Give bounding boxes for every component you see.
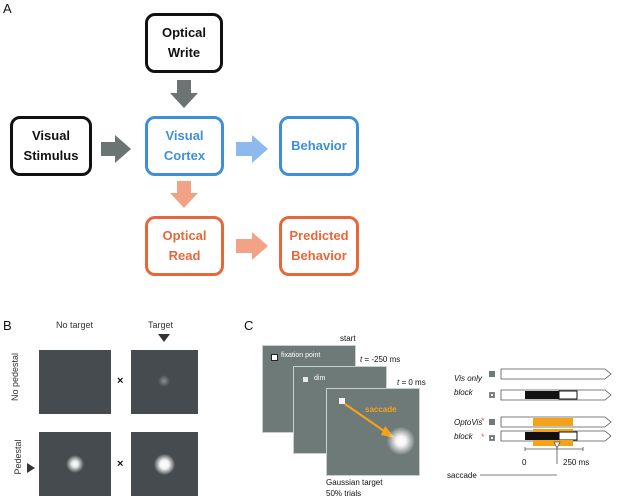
optical-write-line2: Write xyxy=(167,45,201,60)
row4-orange-bottom xyxy=(533,440,573,446)
optovis-row1-square-icon xyxy=(489,419,495,425)
fixation-square-icon xyxy=(339,398,345,404)
row-label-pedestal: Pedestal xyxy=(13,437,23,477)
behavior-label: Behavior xyxy=(291,137,347,153)
t-zero-value: = 0 ms xyxy=(401,378,426,387)
axis-zero-label: 0 xyxy=(522,458,527,467)
t-symbol-1: t xyxy=(360,355,363,364)
panel-a-label: A xyxy=(3,1,12,16)
pedestal-marker-icon xyxy=(27,463,35,473)
col-label-no-target: No target xyxy=(56,320,94,330)
optovis-row2-star: * xyxy=(481,432,485,442)
arrow-read-to-predicted xyxy=(236,232,268,260)
dim-label: dim xyxy=(314,375,326,382)
t-zero-label: t = 0 ms xyxy=(397,378,426,387)
trials-label: 50% trials xyxy=(326,489,362,498)
t-symbol-2: t xyxy=(397,378,400,387)
vis-only-line2: block xyxy=(454,387,473,397)
arrow-cortex-to-behavior xyxy=(236,135,268,163)
vis-only-line1: Vis only xyxy=(454,374,482,383)
row-label-no-pedestal-text: No pedestal xyxy=(10,352,20,402)
panel-a-arrows xyxy=(101,80,268,260)
arrow-stimulus-to-cortex xyxy=(101,135,131,163)
gaussian-target-label: Gaussian target xyxy=(326,478,383,487)
predicted-behavior-line2: Behavior xyxy=(291,248,347,263)
row-label-pedestal-text: Pedestal xyxy=(13,439,23,475)
vis-only-row2-square-icon xyxy=(489,392,495,398)
row4-black-bar xyxy=(525,432,559,440)
stimulus-no-pedestal-target xyxy=(131,350,198,414)
optical-read-line1: Optical xyxy=(162,227,207,243)
start-label: start xyxy=(340,334,356,343)
arrow-cortex-to-read xyxy=(170,181,198,208)
visual-cortex-line1: Visual xyxy=(165,127,204,143)
row4-orange-top xyxy=(533,429,573,433)
visual-stimulus-line2: Stimulus xyxy=(23,148,79,163)
axis-250-label: 250 ms xyxy=(563,458,590,467)
row2-white-bar xyxy=(558,390,578,400)
visual-stimulus-line1: Visual xyxy=(31,127,71,143)
row-label-no-pedestal: No pedestal xyxy=(10,352,20,402)
panel-c-label: C xyxy=(244,318,254,333)
arrow-write-to-cortex xyxy=(170,80,198,108)
optovis-line1: OptoVis xyxy=(454,418,483,427)
pedestal-target-spot xyxy=(154,454,175,475)
optovis-row1-star: * xyxy=(481,416,485,426)
gaussian-target-spot xyxy=(387,427,415,455)
row3-orange-bar xyxy=(533,418,573,426)
t-minus-value: = -250 ms xyxy=(364,355,401,364)
cross-top: × xyxy=(117,375,124,387)
pedestal-spot xyxy=(66,455,84,473)
fixation-point-icon xyxy=(271,354,278,361)
optical-read-line2: Read xyxy=(168,248,201,263)
stimulus-pedestal-no-target xyxy=(39,432,111,496)
cross-bottom: × xyxy=(117,458,124,470)
stimulus-no-pedestal-no-target xyxy=(39,350,111,414)
saccade-pointer-line xyxy=(480,474,557,476)
behavior-box: Behavior xyxy=(279,116,359,176)
predicted-behavior-line1: Predicted xyxy=(289,227,349,243)
t-minus-label: t = -250 ms xyxy=(360,355,400,364)
saccade-marker-icon xyxy=(553,441,561,449)
col-label-target: Target xyxy=(148,320,174,330)
visual-cortex-line2: Cortex xyxy=(163,148,206,163)
saccade-axis-label: saccade xyxy=(447,471,477,480)
optovis-label: OptoVis block xyxy=(454,416,482,443)
vis-only-label: Vis only block xyxy=(454,372,482,399)
row2-black-bar xyxy=(525,391,559,399)
row1-outline xyxy=(500,368,612,380)
panel-b-label: B xyxy=(3,318,12,333)
saccade-label: saccade xyxy=(365,405,397,414)
optical-write-line1: Optical xyxy=(161,24,207,40)
dim-point-icon xyxy=(303,377,308,382)
vis-only-row1-square-icon xyxy=(489,371,495,377)
trial-frame-3: saccade xyxy=(326,388,420,476)
stimulus-pedestal-target xyxy=(131,432,198,496)
fixation-point-label: fixation point xyxy=(281,352,321,359)
faint-target-spot xyxy=(158,375,170,387)
target-marker-icon xyxy=(158,334,170,342)
row4-white-bar xyxy=(558,431,578,441)
optovis-line2: block xyxy=(454,431,473,441)
timeline-bars xyxy=(500,368,612,464)
optovis-row2-square-icon xyxy=(489,435,495,441)
